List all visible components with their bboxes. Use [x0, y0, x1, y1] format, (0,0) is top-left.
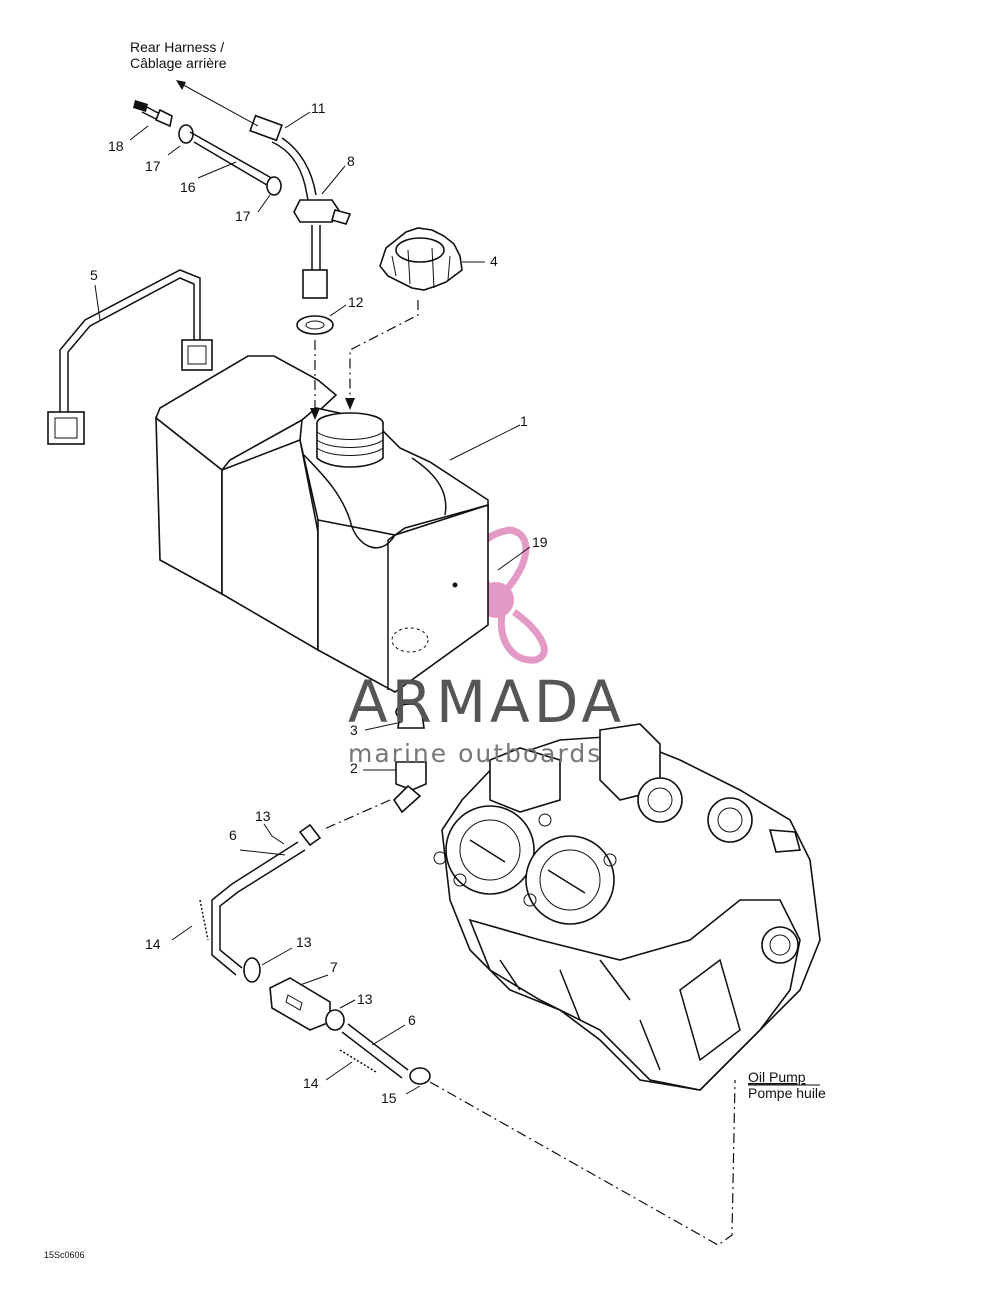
- oil-pump-label-fr: Pompe huile: [748, 1085, 826, 1101]
- watermark-title: ARMADA: [348, 668, 625, 736]
- callout-6-upper: 6: [229, 827, 237, 843]
- cap-to-filler-line: [349, 300, 419, 405]
- callout-5: 5: [90, 267, 98, 283]
- rear-harness-label-fr: Câblage arrière: [130, 55, 227, 71]
- filler-cap: [379, 227, 463, 291]
- oil-filter: [269, 977, 345, 1031]
- callout-16: 16: [180, 179, 196, 195]
- callout-18: 18: [108, 138, 124, 154]
- callout-12: 12: [348, 294, 364, 310]
- oil-tank: [155, 355, 489, 693]
- hose-to-filter: [199, 799, 391, 983]
- callout-4: 4: [490, 253, 498, 269]
- callout-15: 15: [381, 1090, 397, 1106]
- callout-8: 8: [347, 153, 355, 169]
- callout-13-lower: 13: [357, 991, 373, 1007]
- callout-13-upper: 13: [255, 808, 271, 824]
- callout-17-left: 17: [145, 158, 161, 174]
- oil-pump-label: Oil Pump: [748, 1069, 806, 1085]
- level-sensor-assembly: [249, 114, 352, 335]
- callout-2: 2: [350, 760, 358, 776]
- vent-hose-assembly: [133, 100, 282, 196]
- callout-13-middle: 13: [296, 934, 312, 950]
- callout-3: 3: [350, 722, 358, 738]
- watermark-subtitle: marine outboards: [348, 739, 602, 768]
- callout-6-lower: 6: [408, 1012, 416, 1028]
- engine-block: [433, 723, 821, 1091]
- outlet-fittings: [392, 703, 427, 814]
- tank-strap: [47, 269, 213, 445]
- callout-14-lower: 14: [303, 1075, 319, 1091]
- rear-harness-arrow: [177, 81, 259, 127]
- callout-19: 19: [532, 534, 548, 550]
- callout-14-upper: 14: [145, 936, 161, 952]
- hose-to-pump: [339, 1023, 736, 1246]
- callout-7: 7: [330, 959, 338, 975]
- callout-11: 11: [311, 100, 326, 116]
- callout-17-right: 17: [235, 208, 251, 224]
- leader-lines: [94, 111, 531, 1095]
- rear-harness-label: Rear Harness /: [130, 39, 224, 55]
- callout-1: 1: [520, 413, 528, 429]
- drawing-code: 15Sc0606: [44, 1250, 85, 1260]
